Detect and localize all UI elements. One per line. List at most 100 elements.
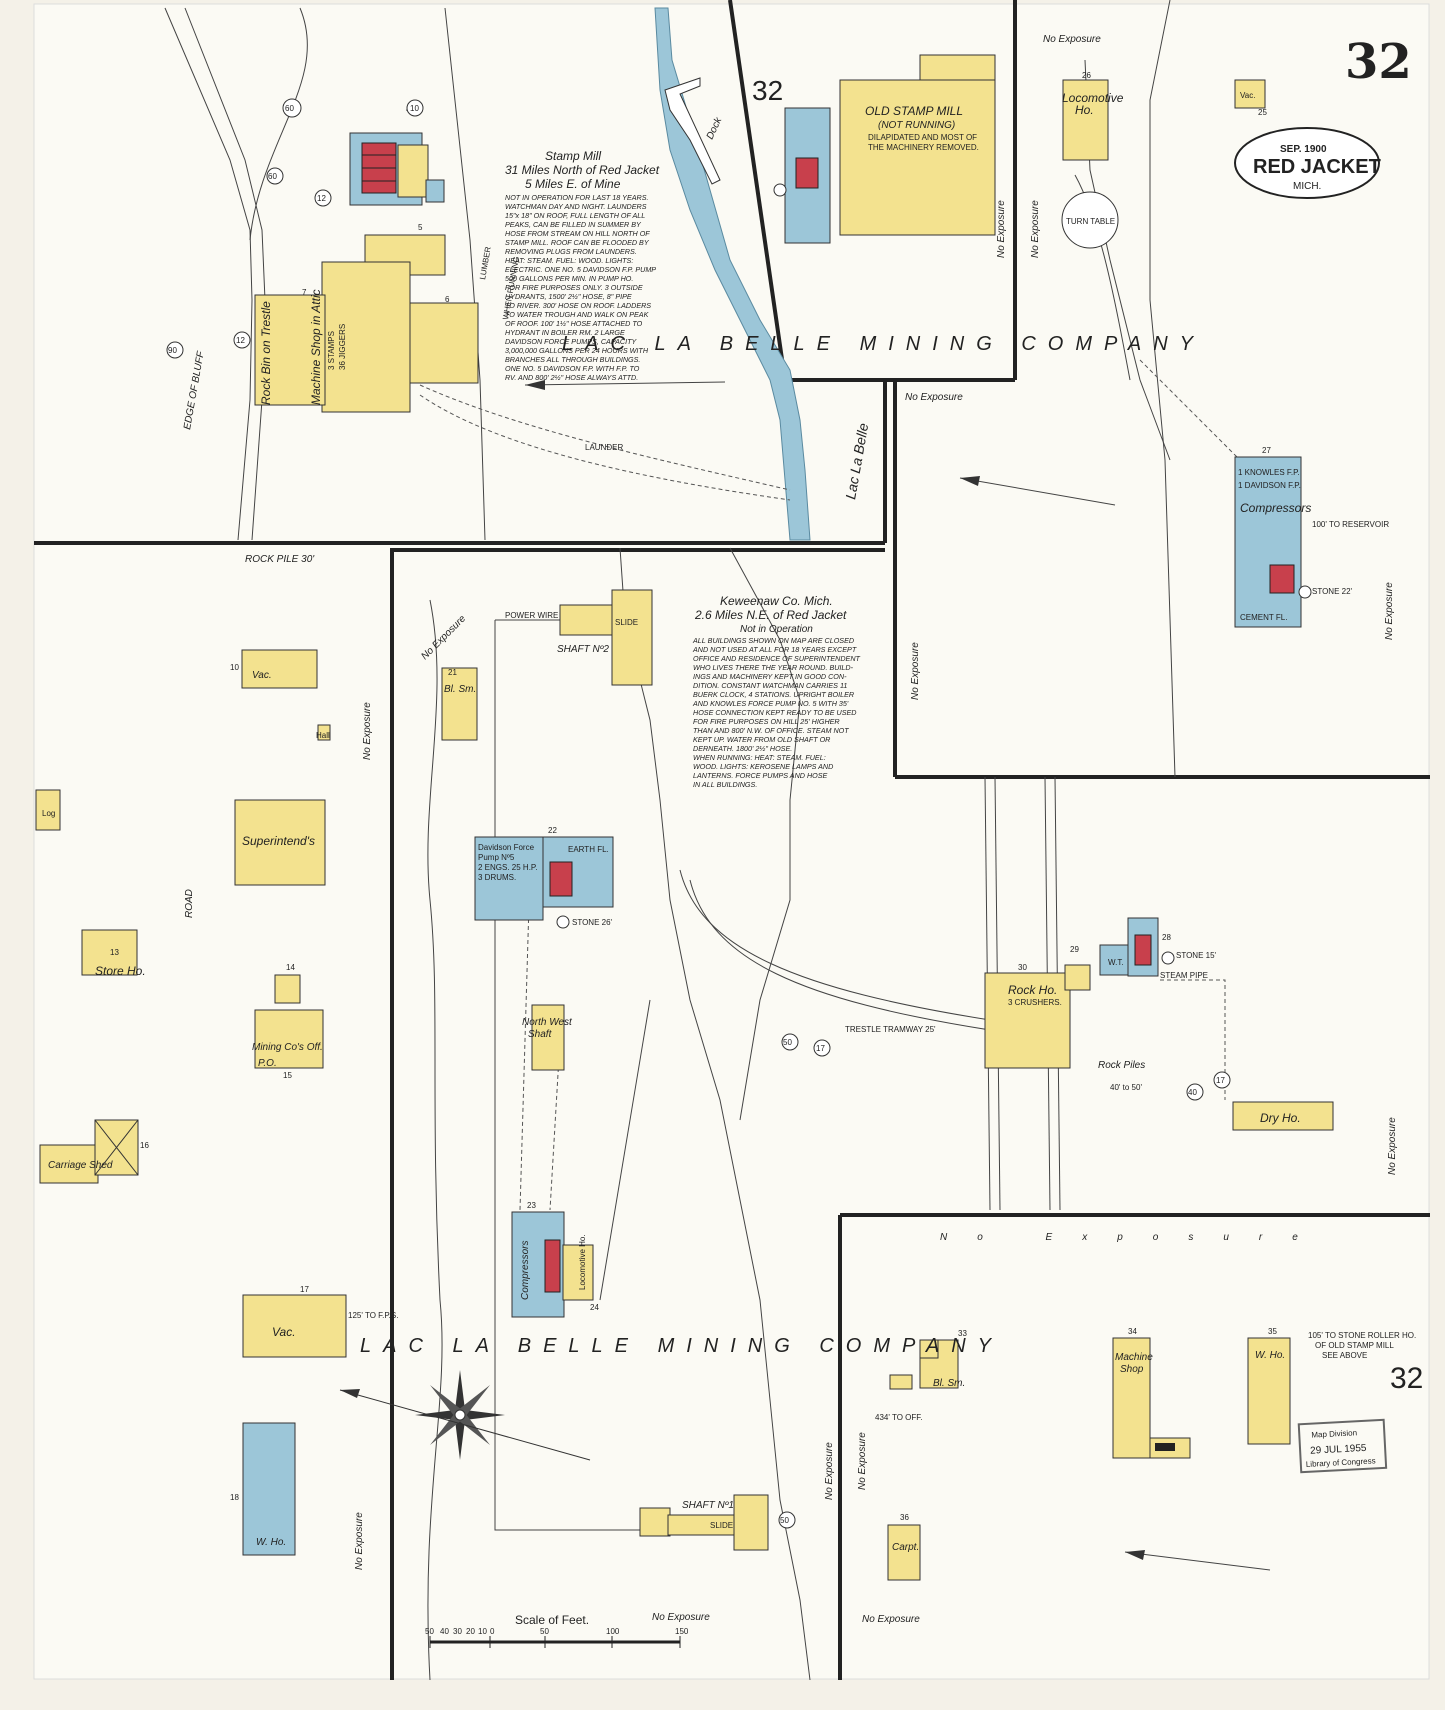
svg-text:29 JUL 1955: 29 JUL 1955 bbox=[1310, 1443, 1367, 1457]
svg-text:Ho.: Ho. bbox=[1075, 103, 1094, 117]
sheet-number-inset: 32 bbox=[752, 75, 783, 106]
svg-text:WATCHMAN DAY AND NIGHT. LAUNDE: WATCHMAN DAY AND NIGHT. LAUNDERS bbox=[505, 202, 647, 211]
svg-text:Vac.: Vac. bbox=[252, 670, 272, 681]
svg-text:DERNEATH. 1800' 2½" HOSE.: DERNEATH. 1800' 2½" HOSE. bbox=[693, 744, 792, 753]
svg-text:Davidson Force: Davidson Force bbox=[478, 843, 535, 852]
svg-text:Carriage Shed: Carriage Shed bbox=[48, 1160, 113, 1171]
svg-text:SEP. 1900: SEP. 1900 bbox=[1280, 144, 1327, 155]
svg-text:Vac.: Vac. bbox=[1240, 91, 1255, 100]
svg-text:Rock Ho.: Rock Ho. bbox=[1008, 983, 1057, 997]
svg-text:33: 33 bbox=[958, 1329, 967, 1338]
svg-text:24: 24 bbox=[590, 1303, 599, 1312]
north-arrows bbox=[524, 380, 1271, 1571]
svg-text:PEAKS, CAN BE FILLED IN SUMMER: PEAKS, CAN BE FILLED IN SUMMER BY bbox=[505, 220, 642, 229]
svg-text:ELECTRIC. ONE NO. 5 DAVIDSON F: ELECTRIC. ONE NO. 5 DAVIDSON F.P. PUMP bbox=[505, 265, 656, 274]
svg-text:No Exposure: No Exposure bbox=[652, 1612, 710, 1623]
svg-text:STEAM PIPE: STEAM PIPE bbox=[1160, 971, 1208, 980]
svg-text:29: 29 bbox=[1070, 945, 1079, 954]
svg-text:HEAT: STEAM. FUEL: WOOD. LIGHT: HEAT: STEAM. FUEL: WOOD. LIGHTS: bbox=[505, 256, 633, 265]
svg-text:Shop: Shop bbox=[1120, 1364, 1144, 1375]
svg-text:SHAFT Nº1: SHAFT Nº1 bbox=[682, 1500, 734, 1511]
svg-text:18: 18 bbox=[230, 1493, 239, 1502]
svg-text:THAN AND 800' N.W. OF OFFICE.: THAN AND 800' N.W. OF OFFICE. STEAM NOT bbox=[693, 726, 849, 735]
svg-text:6: 6 bbox=[445, 295, 450, 304]
svg-text:No Exposure: No Exposure bbox=[910, 642, 921, 700]
svg-text:Mining Co's Off.: Mining Co's Off. bbox=[252, 1042, 323, 1053]
locomotive-house-area: Locomotive Ho. 26 TURN TABLE Vac. 25 No … bbox=[1043, 34, 1389, 628]
svg-text:DITION. CONSTANT WATCHMAN CARR: DITION. CONSTANT WATCHMAN CARRIES 11 bbox=[693, 681, 847, 690]
svg-text:60: 60 bbox=[285, 104, 294, 113]
svg-text:22: 22 bbox=[548, 826, 557, 835]
svg-text:SEE ABOVE: SEE ABOVE bbox=[1322, 1351, 1367, 1360]
sheet-number-inset-2: 32 bbox=[1390, 1362, 1423, 1395]
svg-text:No Exposure: No Exposure bbox=[1387, 1117, 1398, 1175]
svg-text:10: 10 bbox=[478, 1627, 487, 1636]
svg-text:HYDRANT IN BOILER RM. 2 LARGE: HYDRANT IN BOILER RM. 2 LARGE bbox=[505, 328, 625, 337]
svg-text:North West: North West bbox=[522, 1017, 573, 1028]
svg-text:No Exposure: No Exposure bbox=[905, 392, 963, 403]
svg-text:50: 50 bbox=[780, 1516, 789, 1525]
svg-text:No Exposure: No Exposure bbox=[1043, 34, 1101, 45]
svg-text:Not in Operation: Not in Operation bbox=[740, 624, 813, 635]
svg-text:15: 15 bbox=[283, 1071, 292, 1080]
svg-text:500 GALLONS PER MIN. IN PUMP H: 500 GALLONS PER MIN. IN PUMP HO. bbox=[505, 274, 633, 283]
svg-text:FOR FIRE PURPOSES ONLY. 3 OUTS: FOR FIRE PURPOSES ONLY. 3 OUTSIDE bbox=[505, 283, 643, 292]
svg-text:31 Miles North of Red Jacket: 31 Miles North of Red Jacket bbox=[505, 163, 660, 177]
svg-text:Locomotive: Locomotive bbox=[1062, 91, 1124, 105]
svg-text:7: 7 bbox=[302, 288, 307, 297]
svg-text:STONE 22': STONE 22' bbox=[1312, 587, 1353, 596]
svg-text:STAMP MILL. ROOF CAN BE FLOODE: STAMP MILL. ROOF CAN BE FLOODED BY bbox=[505, 238, 650, 247]
svg-text:SLIDE: SLIDE bbox=[710, 1521, 733, 1530]
svg-text:27: 27 bbox=[1262, 446, 1271, 455]
svg-text:NOT IN OPERATION FOR LAST 18 Y: NOT IN OPERATION FOR LAST 18 YEARS. bbox=[505, 193, 649, 202]
svg-text:ONE NO. 5 DAVIDSON F.P. WITH F: ONE NO. 5 DAVIDSON F.P. WITH F.P. TO bbox=[505, 364, 640, 373]
svg-text:12: 12 bbox=[236, 336, 245, 345]
svg-text:40: 40 bbox=[440, 1627, 449, 1636]
svg-text:No Exposure: No Exposure bbox=[1384, 582, 1395, 640]
svg-text:0: 0 bbox=[490, 1627, 495, 1636]
svg-text:No Exposure: No Exposure bbox=[1030, 200, 1041, 258]
sheet-borders bbox=[34, 0, 1430, 1680]
scale-bar: Scale of Feet. 50 40 30 20 10 0 50 100 1… bbox=[425, 1613, 689, 1648]
svg-text:KEPT UP. WATER FROM OLD SHAFT: KEPT UP. WATER FROM OLD SHAFT OR bbox=[693, 735, 830, 744]
svg-text:OF ROOF. 100' 1½" HOSE ATTACHE: OF ROOF. 100' 1½" HOSE ATTACHED TO bbox=[505, 319, 643, 328]
svg-text:Machine: Machine bbox=[1115, 1352, 1153, 1363]
svg-text:Compressors: Compressors bbox=[520, 1241, 531, 1300]
svg-text:Shaft: Shaft bbox=[528, 1029, 553, 1040]
svg-text:Bl. Sm.: Bl. Sm. bbox=[933, 1378, 965, 1389]
svg-text:Library of Congress: Library of Congress bbox=[1306, 1456, 1376, 1469]
svg-text:26: 26 bbox=[1082, 71, 1091, 80]
svg-text:OFFICE AND RESIDENCE OF SUPERI: OFFICE AND RESIDENCE OF SUPERINTENDENT bbox=[693, 654, 861, 663]
svg-text:HYDRANTS, 1500' 2½" HOSE, 8" P: HYDRANTS, 1500' 2½" HOSE, 8" PIPE bbox=[505, 292, 632, 301]
left-column-buildings: Vac. 10 Hall Log Superintend's Store Ho.… bbox=[35, 554, 398, 1556]
svg-text:21: 21 bbox=[448, 668, 457, 677]
svg-text:125' TO F.P.S.: 125' TO F.P.S. bbox=[348, 1311, 398, 1320]
svg-text:BRANCHES ALL THROUGH BUILDINGS: BRANCHES ALL THROUGH BUILDINGS. bbox=[505, 355, 640, 364]
svg-text:(NOT RUNNING): (NOT RUNNING) bbox=[878, 120, 955, 131]
svg-text:50: 50 bbox=[783, 1038, 792, 1047]
svg-text:16: 16 bbox=[140, 1141, 149, 1150]
svg-text:Dry Ho.: Dry Ho. bbox=[1260, 1111, 1301, 1125]
svg-text:SLIDE: SLIDE bbox=[615, 618, 638, 627]
circle-marks: 60 10 60 12 90 12 50 17 40 17 50 STONE 2… bbox=[166, 98, 1353, 1529]
svg-text:Log: Log bbox=[42, 809, 55, 818]
svg-text:5: 5 bbox=[418, 223, 423, 232]
svg-text:RV. AND 800' 2½" HOSE ALWAYS A: RV. AND 800' 2½" HOSE ALWAYS ATTD. bbox=[505, 373, 638, 382]
svg-text:No Exposure: No Exposure bbox=[857, 1432, 868, 1490]
svg-text:Bl. Sm.: Bl. Sm. bbox=[444, 684, 476, 695]
svg-text:30: 30 bbox=[1018, 963, 1027, 972]
svg-text:28: 28 bbox=[1162, 933, 1171, 942]
svg-text:HOSE CONNECTION KEPT READY TO: HOSE CONNECTION KEPT READY TO BE USED bbox=[693, 708, 856, 717]
svg-text:No Exposure: No Exposure bbox=[362, 702, 373, 760]
svg-text:100: 100 bbox=[606, 1627, 620, 1636]
svg-text:3 STAMPS: 3 STAMPS bbox=[327, 331, 336, 370]
svg-text:Superintend's: Superintend's bbox=[242, 834, 315, 848]
svg-text:P.O.: P.O. bbox=[258, 1058, 277, 1069]
svg-text:Scale of Feet.: Scale of Feet. bbox=[515, 1613, 589, 1627]
svg-text:50: 50 bbox=[425, 1627, 434, 1636]
svg-text:Hall: Hall bbox=[316, 731, 330, 740]
svg-text:17: 17 bbox=[1216, 1076, 1225, 1085]
svg-text:TRESTLE TRAMWAY 25': TRESTLE TRAMWAY 25' bbox=[845, 1025, 936, 1034]
svg-text:LAUNDER: LAUNDER bbox=[585, 443, 623, 452]
